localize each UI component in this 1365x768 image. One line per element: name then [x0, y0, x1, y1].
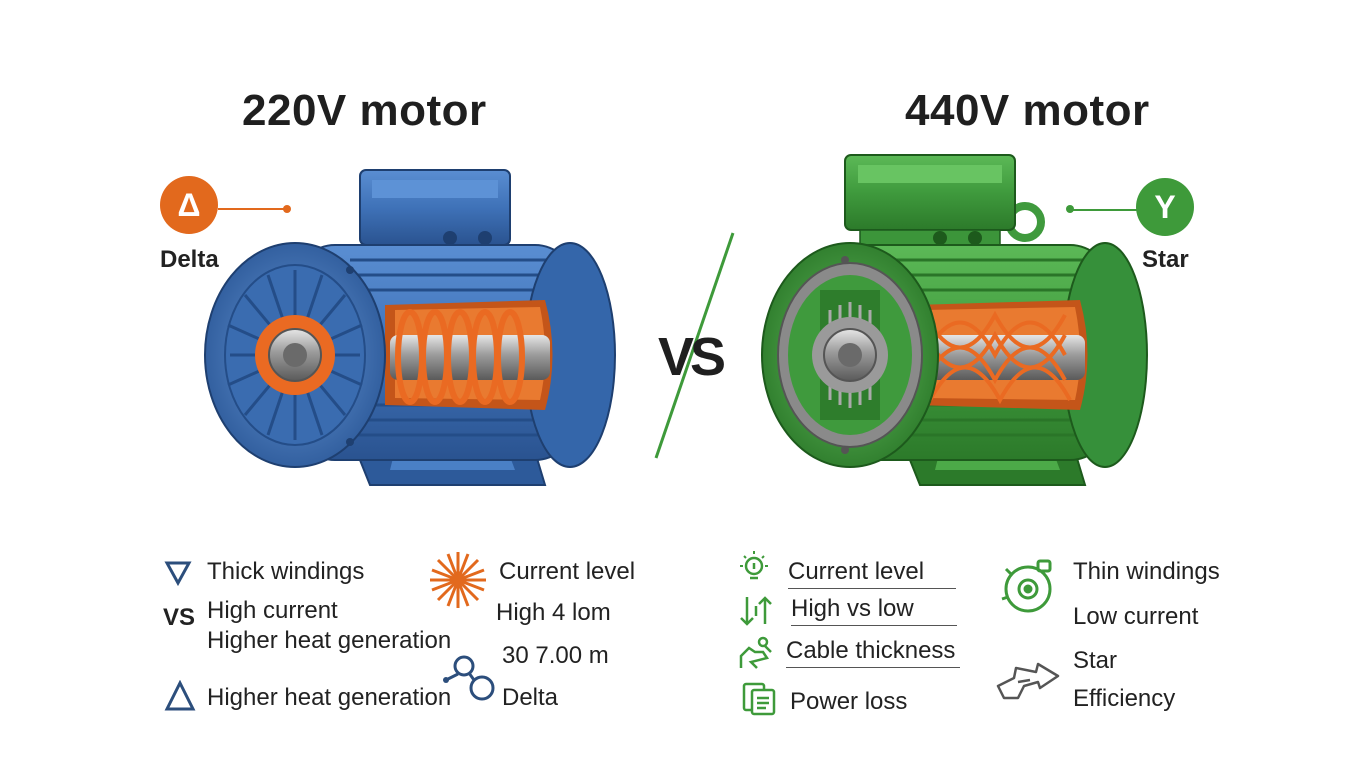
right-feature-power-loss: Power loss — [790, 688, 908, 715]
triangle-down-icon — [164, 561, 192, 586]
left-feature-current-level: Current level — [499, 558, 636, 585]
motor-ring-icon — [1001, 559, 1052, 613]
delta-connector — [218, 208, 284, 210]
left-feature-delta: Delta — [502, 684, 559, 711]
green-motor-illustration — [761, 154, 1148, 486]
linked-circles-icon — [443, 655, 495, 701]
right-feature-cable-thickness: Cable thickness — [786, 639, 960, 668]
left-feature-30-700-m: 30 7.00 m — [502, 642, 609, 669]
arrows-up-down-icon — [740, 596, 772, 626]
left-feature-high-4-lom: High 4 lom — [496, 599, 611, 626]
right-feature-thin-windings: Thin windings — [1073, 558, 1220, 585]
left-feature-heat-2: Higher heat generation — [207, 684, 452, 711]
right-title: 440V motor — [905, 86, 1150, 135]
left-title: 220V motor — [242, 86, 487, 135]
left-feature-heat-1: Higher heat generation — [207, 627, 452, 654]
right-feature-star: Star — [1073, 647, 1118, 674]
delta-connector-dot — [283, 205, 291, 213]
star-badge: Y — [1136, 178, 1194, 236]
right-feature-low-current: Low current — [1073, 603, 1199, 630]
right-feature-efficiency: Efficiency — [1073, 685, 1176, 712]
star-connector — [1072, 209, 1138, 211]
lightbulb-icon — [740, 551, 768, 580]
triangle-up-icon — [164, 680, 196, 711]
arrow-shape-icon — [996, 662, 1060, 700]
delta-badge: Δ — [160, 176, 218, 234]
spark-burst-icon — [430, 552, 486, 608]
right-feature-current-level: Current level — [788, 560, 956, 589]
right-feature-high-vs-low: High vs low — [791, 597, 957, 626]
delta-label: Delta — [160, 246, 219, 273]
left-feature-high-current: High current — [207, 597, 338, 624]
star-connector-dot — [1066, 205, 1074, 213]
delta-symbol: Δ — [177, 186, 201, 223]
hand-cable-icon — [739, 636, 772, 669]
divider-line — [654, 232, 735, 459]
document-icon — [742, 682, 776, 716]
blue-motor-illustration — [204, 169, 616, 486]
vs-label: VS — [658, 327, 726, 387]
star-label: Star — [1142, 246, 1189, 273]
left-feature-thick-windings: Thick windings — [207, 558, 365, 585]
star-symbol: Y — [1154, 188, 1176, 225]
vs-prefix: VS — [163, 604, 196, 631]
